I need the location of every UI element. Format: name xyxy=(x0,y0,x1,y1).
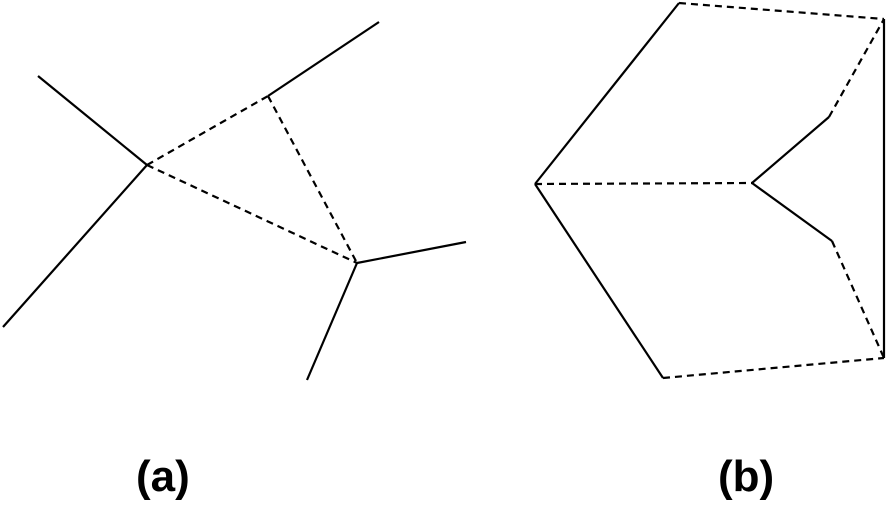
panel-a xyxy=(2,21,467,381)
edge-a-left-upper xyxy=(37,75,148,166)
dashed-edge-b-lower-right xyxy=(830,240,886,359)
panel-a-label: (a) xyxy=(136,452,190,501)
edge-a-top xyxy=(267,21,380,97)
dashed-edge-b-middle xyxy=(534,181,753,186)
edge-b-inner-upper xyxy=(751,116,830,184)
edge-b-left-upper xyxy=(534,2,680,185)
dashed-edge-b-upper-right xyxy=(828,18,885,118)
edge-a-right xyxy=(356,240,467,265)
edge-a-bottom xyxy=(305,262,359,381)
panel-b xyxy=(534,1,886,380)
edge-b-left-lower xyxy=(534,183,664,379)
dashed-edge-b-bottom xyxy=(662,356,885,380)
panel-b-label: (b) xyxy=(718,452,775,501)
dashed-edge-b-top xyxy=(678,1,885,21)
dashed-edge-a-left-right xyxy=(146,164,358,264)
dashed-edge-a-top-right xyxy=(267,95,358,264)
edge-a-left-lower xyxy=(2,164,148,328)
dashed-edge-a-left-top xyxy=(146,95,269,166)
edge-b-inner-lower xyxy=(751,182,833,242)
